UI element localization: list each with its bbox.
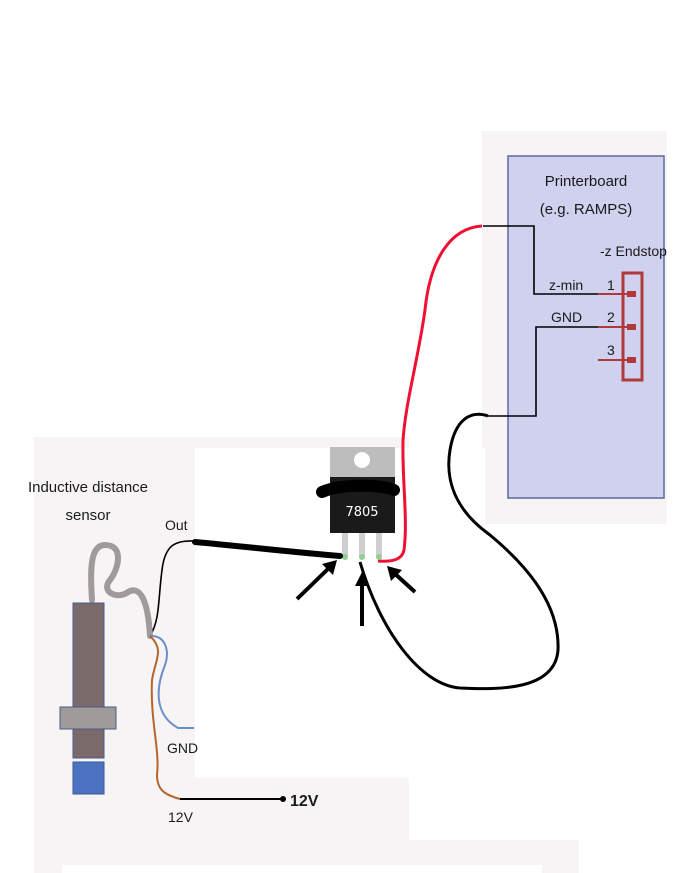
white-cutout-under-board <box>409 524 579 804</box>
regulator-pin-input-dot <box>342 554 348 560</box>
regulator-pin-output-dot <box>376 554 382 560</box>
regulator-pin-input <box>342 533 348 557</box>
pin-number-3: 3 <box>607 342 615 358</box>
wire-sensor-brown <box>149 635 181 800</box>
pin-number-2: 2 <box>607 309 615 325</box>
regulator-pin-ground-dot <box>359 554 365 560</box>
label-out: Out <box>165 517 188 533</box>
regulator-marker-scribble <box>316 479 400 498</box>
white-cutout-bottom <box>62 865 542 873</box>
pin-signal-zmin: z-min <box>549 277 583 293</box>
regulator-pin-ground <box>359 533 365 557</box>
pin-number-1: 1 <box>607 277 615 293</box>
wire-out-signal <box>192 539 343 559</box>
wire-black-ground <box>358 412 560 691</box>
regulator-part-number: 7805 <box>345 505 378 520</box>
printerboard-title-line1: Printerboard <box>545 173 628 190</box>
wire-red-signal <box>377 224 483 563</box>
sensor-label-line2: sensor <box>65 507 110 524</box>
sensor-body <box>72 602 105 759</box>
wire-out-thin <box>149 540 196 637</box>
wire-sensor-blue <box>149 634 194 729</box>
endstop-label: -z Endstop <box>600 243 667 259</box>
arrow-input-pin <box>295 560 337 601</box>
printerboard-title-line2: (e.g. RAMPS) <box>540 201 633 218</box>
sensor-label-line1: Inductive distance <box>28 479 148 496</box>
endstop-pin-1 <box>627 291 636 297</box>
endstop-pin-3 <box>627 357 636 363</box>
label-gnd: GND <box>167 740 198 756</box>
sensor-nut <box>59 706 117 730</box>
label-12v-supply: 12V <box>290 793 319 810</box>
label-12v-sensor: 12V <box>168 809 194 825</box>
trace-gnd <box>488 326 598 417</box>
trace-zmin <box>483 225 598 295</box>
regulator-pin-output <box>376 533 382 557</box>
sensor-tip <box>72 761 105 795</box>
arrow-output-pin <box>387 566 417 594</box>
endstop-pin-2 <box>627 324 636 330</box>
arrow-ground-pin <box>355 572 369 626</box>
sensor-cable-grey <box>88 541 153 639</box>
regulator-mount-hole <box>354 452 370 468</box>
pin-signal-gnd: GND <box>551 309 582 325</box>
terminal-12v <box>280 796 286 802</box>
